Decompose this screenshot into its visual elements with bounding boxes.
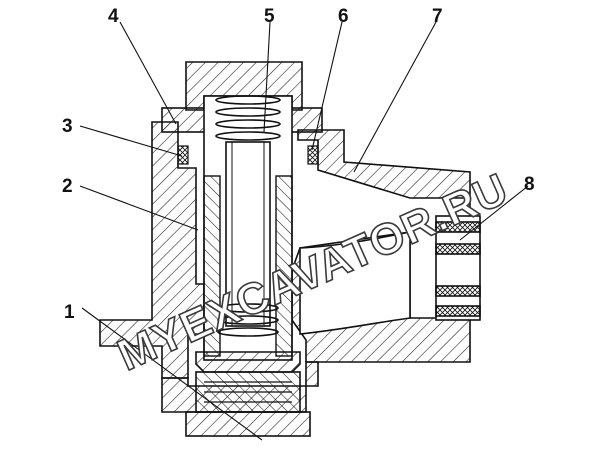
leader-lines: [79, 21, 529, 441]
piston-rod: [225, 141, 271, 327]
upper-spring: [215, 95, 281, 141]
seat-plate: [195, 351, 301, 373]
callout-7: 7: [432, 6, 443, 27]
callout-8: 8: [524, 174, 535, 195]
callout-5: 5: [264, 6, 275, 27]
callout-numbers: 1 2 3 4 5 6 7 8: [62, 6, 535, 323]
callout-1: 1: [64, 302, 75, 323]
lower-spring: [217, 303, 279, 337]
threaded-inlet: [185, 371, 311, 437]
callout-4: 4: [108, 6, 119, 27]
outlet-passage: [299, 231, 411, 335]
outlet-plug: [435, 215, 481, 321]
callout-6: 6: [338, 6, 349, 27]
callout-3: 3: [62, 116, 73, 137]
callout-2: 2: [62, 176, 73, 197]
seal-ring-right: [307, 145, 319, 165]
